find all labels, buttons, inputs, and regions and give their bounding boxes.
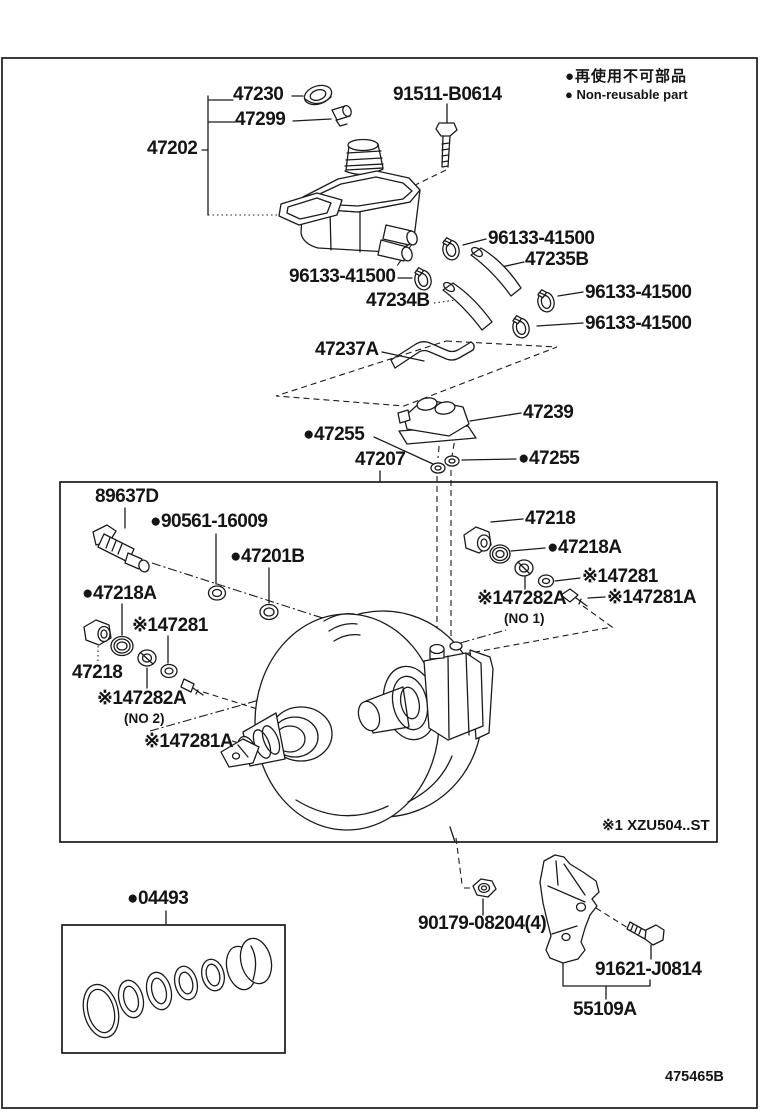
- part-label-47281a-left[interactable]: ※147281A: [144, 731, 234, 752]
- legend-non-reusable-jp: ●再使用不可部品: [565, 68, 688, 85]
- part-label-no1: (NO 1): [504, 611, 545, 626]
- part-label-47218a-right[interactable]: ●47218A: [547, 537, 622, 558]
- legend-non-reusable-en: ● Non-reusable part: [565, 87, 688, 102]
- part-label-47218-right[interactable]: 47218: [525, 508, 576, 529]
- reservoir-plug-icon: [331, 105, 352, 127]
- part-label-47235b[interactable]: 47235B: [525, 249, 589, 270]
- oring-47201b-icon: [259, 603, 279, 621]
- pin-bolt-47281a-right-icon: [560, 588, 588, 607]
- hose-47235b-drawing: [470, 246, 522, 297]
- hose-47234b-drawing: [442, 281, 493, 331]
- reservoir-cap-icon: [303, 84, 333, 106]
- outer-frame: [1, 57, 758, 1109]
- part-label-96133-41500-b[interactable]: 96133-41500: [289, 266, 396, 287]
- part-label-47218a-left[interactable]: ●47218A: [82, 583, 157, 604]
- nut-90179-icon: [472, 878, 497, 898]
- diagram-code: 475465B: [665, 1069, 724, 1085]
- pipe-47237a-drawing: [390, 341, 475, 369]
- part-label-91511-b0614[interactable]: 91511-B0614: [393, 84, 502, 105]
- gasket-47281-right-icon: [537, 574, 555, 588]
- part-label-47230[interactable]: 47230: [233, 84, 284, 105]
- hose-clamp-icon: [414, 267, 432, 291]
- part-label-47201b[interactable]: ●47201B: [230, 546, 305, 567]
- part-label-89637d[interactable]: 89637D: [95, 486, 159, 507]
- reservoir-tank-drawing: [278, 138, 421, 262]
- bracket-55109a-drawing: [539, 854, 600, 964]
- pin-bolt-47281a-left-icon: [180, 678, 204, 696]
- grommet-icon: [430, 455, 460, 474]
- part-label-55109a[interactable]: 55109A: [573, 999, 637, 1020]
- hose-clamp-icon: [442, 237, 460, 261]
- part-label-47299[interactable]: 47299: [235, 109, 286, 130]
- part-label-47202[interactable]: 47202: [147, 138, 198, 159]
- seal-kit-box: [61, 924, 286, 1054]
- part-label-96133-41500-c[interactable]: 96133-41500: [585, 282, 692, 303]
- sensor-89637d-icon: [92, 524, 150, 573]
- part-label-47237a[interactable]: 47237A: [315, 339, 379, 360]
- part-label-90561-16009[interactable]: ●90561-16009: [150, 511, 268, 532]
- brake-booster-drawing: [220, 610, 494, 843]
- part-label-47281a-right[interactable]: ※147281A: [607, 587, 697, 608]
- part-label-47255-right[interactable]: ●47255: [518, 448, 580, 469]
- part-label-91621-j0814[interactable]: 91621-J0814: [595, 959, 702, 980]
- variant-note: ※1 XZU504..ST: [602, 817, 710, 834]
- ring-47282a-right-icon: [514, 559, 534, 577]
- union-47218-left-icon: [83, 619, 112, 646]
- ring-47282a-left-icon: [137, 649, 157, 667]
- part-label-47281-right[interactable]: ※147281: [582, 566, 658, 587]
- part-label-47255-left[interactable]: ●47255: [303, 424, 365, 445]
- part-label-04493[interactable]: ●04493: [127, 888, 189, 909]
- part-label-96133-41500-d[interactable]: 96133-41500: [585, 313, 692, 334]
- part-label-47239[interactable]: 47239: [523, 402, 574, 423]
- grommet-47239-drawing: [397, 397, 477, 445]
- hose-clamp-icon: [512, 315, 530, 339]
- union-47218-right-icon: [463, 526, 492, 554]
- part-label-47218-left[interactable]: 47218: [72, 662, 123, 683]
- seal-kit-drawing: [82, 937, 273, 1039]
- part-label-47282a-left[interactable]: ※147282A: [97, 688, 187, 709]
- part-label-96133-41500-a[interactable]: 96133-41500: [488, 228, 595, 249]
- booster-assembly-box: [59, 481, 718, 843]
- bolt-91511-icon: [435, 122, 458, 168]
- part-label-47282a-right[interactable]: ※147282A: [477, 588, 567, 609]
- gasket-90561-icon: [207, 585, 227, 601]
- washer-47218a-left-icon: [110, 635, 134, 657]
- part-label-47207[interactable]: 47207: [355, 449, 406, 470]
- part-label-47281-left[interactable]: ※147281: [132, 615, 208, 636]
- hose-clamp-icon: [537, 289, 555, 313]
- washer-47218a-right-icon: [489, 544, 511, 564]
- leader-lines: [121, 95, 652, 1000]
- part-label-no2: (NO 2): [124, 711, 165, 726]
- bolt-91621-icon: [626, 921, 665, 946]
- part-label-90179-08204[interactable]: 90179-08204(4): [418, 913, 547, 934]
- part-label-47234b[interactable]: 47234B: [366, 290, 430, 311]
- gasket-47281-left-icon: [160, 663, 178, 679]
